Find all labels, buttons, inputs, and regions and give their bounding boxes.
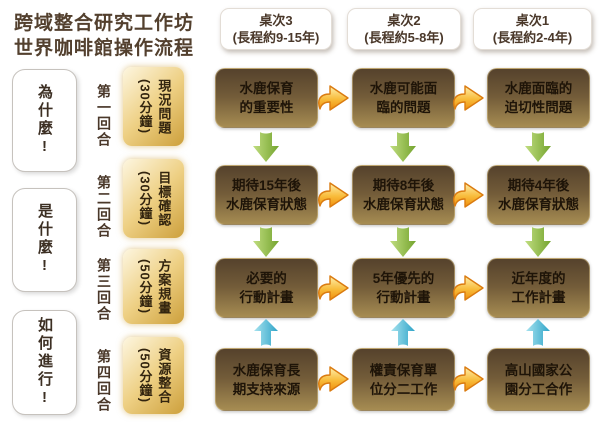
right-arrow-icon: [315, 177, 351, 213]
table1-subtitle: (長程約2-4年): [492, 30, 573, 45]
question-box-how: 如何進行!: [12, 310, 77, 415]
table3-title: 桌次3: [259, 13, 293, 28]
right-arrow-icon: [450, 270, 486, 306]
down-arrow-icon: [525, 226, 551, 258]
stage-pill-4-label: 資源整合 (50分鐘): [137, 347, 172, 404]
stage-pill-2-label: 目標確認 (30分鐘): [137, 170, 172, 227]
round-label-2: 第二回合: [96, 175, 112, 239]
table2-title: 桌次2: [387, 13, 421, 28]
round-label-3: 第三回合: [96, 258, 112, 322]
down-arrow-icon: [525, 131, 551, 163]
round-label-1: 第一回合: [96, 84, 112, 148]
up-arrow-icon: [526, 319, 550, 347]
right-arrow-icon: [315, 80, 351, 116]
question-box-why: 為什麼!: [12, 69, 77, 172]
column-header-table3: 桌次3 (長程約9-15年): [220, 8, 332, 50]
table2-subtitle: (長程約5-8年): [364, 30, 444, 45]
table3-subtitle: (長程約9-15年): [232, 30, 320, 45]
stage-pill-2: 目標確認 (30分鐘): [123, 159, 184, 238]
page-title: 跨域整合研究工作坊 世界咖啡館操作流程: [14, 13, 195, 59]
question-what-label: 是什麼!: [36, 203, 53, 277]
right-arrow-icon: [450, 361, 486, 397]
flow-cell-r1c2: 水鹿可能面 臨的問題: [352, 68, 455, 128]
stage-pill-3: 方案規畫 (50分鐘): [123, 249, 184, 324]
right-arrow-icon: [450, 80, 486, 116]
stage-pill-4: 資源整合 (50分鐘): [123, 337, 184, 414]
table1-title: 桌次1: [515, 13, 550, 28]
flow-cell-r3c2: 5年優先的 行動計畫: [352, 258, 455, 318]
stage-pill-1-label: 現況問題 (30分鐘): [137, 78, 172, 135]
flow-cell-r4c2: 權責保育單 位分二工作: [352, 348, 455, 411]
column-header-table1: 桌次1 (長程約2-4年): [473, 8, 592, 50]
right-arrow-icon: [315, 361, 351, 397]
flow-cell-r2c3: 期待4年後 水鹿保育狀態: [487, 165, 590, 225]
stage-pill-1: 現況問題 (30分鐘): [123, 67, 184, 146]
flow-cell-r4c1: 水鹿保育長 期支持來源: [215, 348, 318, 411]
column-header-table2: 桌次2 (長程約5-8年): [347, 8, 461, 50]
question-how-label: 如何進行!: [36, 316, 53, 409]
down-arrow-icon: [390, 131, 416, 163]
down-arrow-icon: [253, 226, 279, 258]
question-box-what: 是什麼!: [12, 188, 77, 292]
down-arrow-icon: [390, 226, 416, 258]
flow-cell-r3c1: 必要的 行動計畫: [215, 258, 318, 318]
question-why-label: 為什麼!: [36, 83, 53, 158]
stage-pill-3-label: 方案規畫 (50分鐘): [137, 258, 172, 315]
flow-cell-r1c3: 水鹿面臨的 迫切性問題: [487, 68, 590, 128]
up-arrow-icon: [254, 319, 278, 347]
down-arrow-icon: [253, 131, 279, 163]
flow-cell-r2c2: 期待8年後 水鹿保育狀態: [352, 165, 455, 225]
flow-cell-r1c1: 水鹿保育 的重要性: [215, 68, 318, 128]
right-arrow-icon: [450, 177, 486, 213]
round-label-4: 第四回合: [96, 349, 112, 413]
flow-cell-r4c3: 高山國家公 園分工合作: [487, 348, 590, 411]
up-arrow-icon: [391, 319, 415, 347]
flow-cell-r2c1: 期待15年後 水鹿保育狀態: [215, 165, 318, 225]
flow-cell-r3c3: 近年度的 工作計畫: [487, 258, 590, 318]
right-arrow-icon: [315, 270, 351, 306]
